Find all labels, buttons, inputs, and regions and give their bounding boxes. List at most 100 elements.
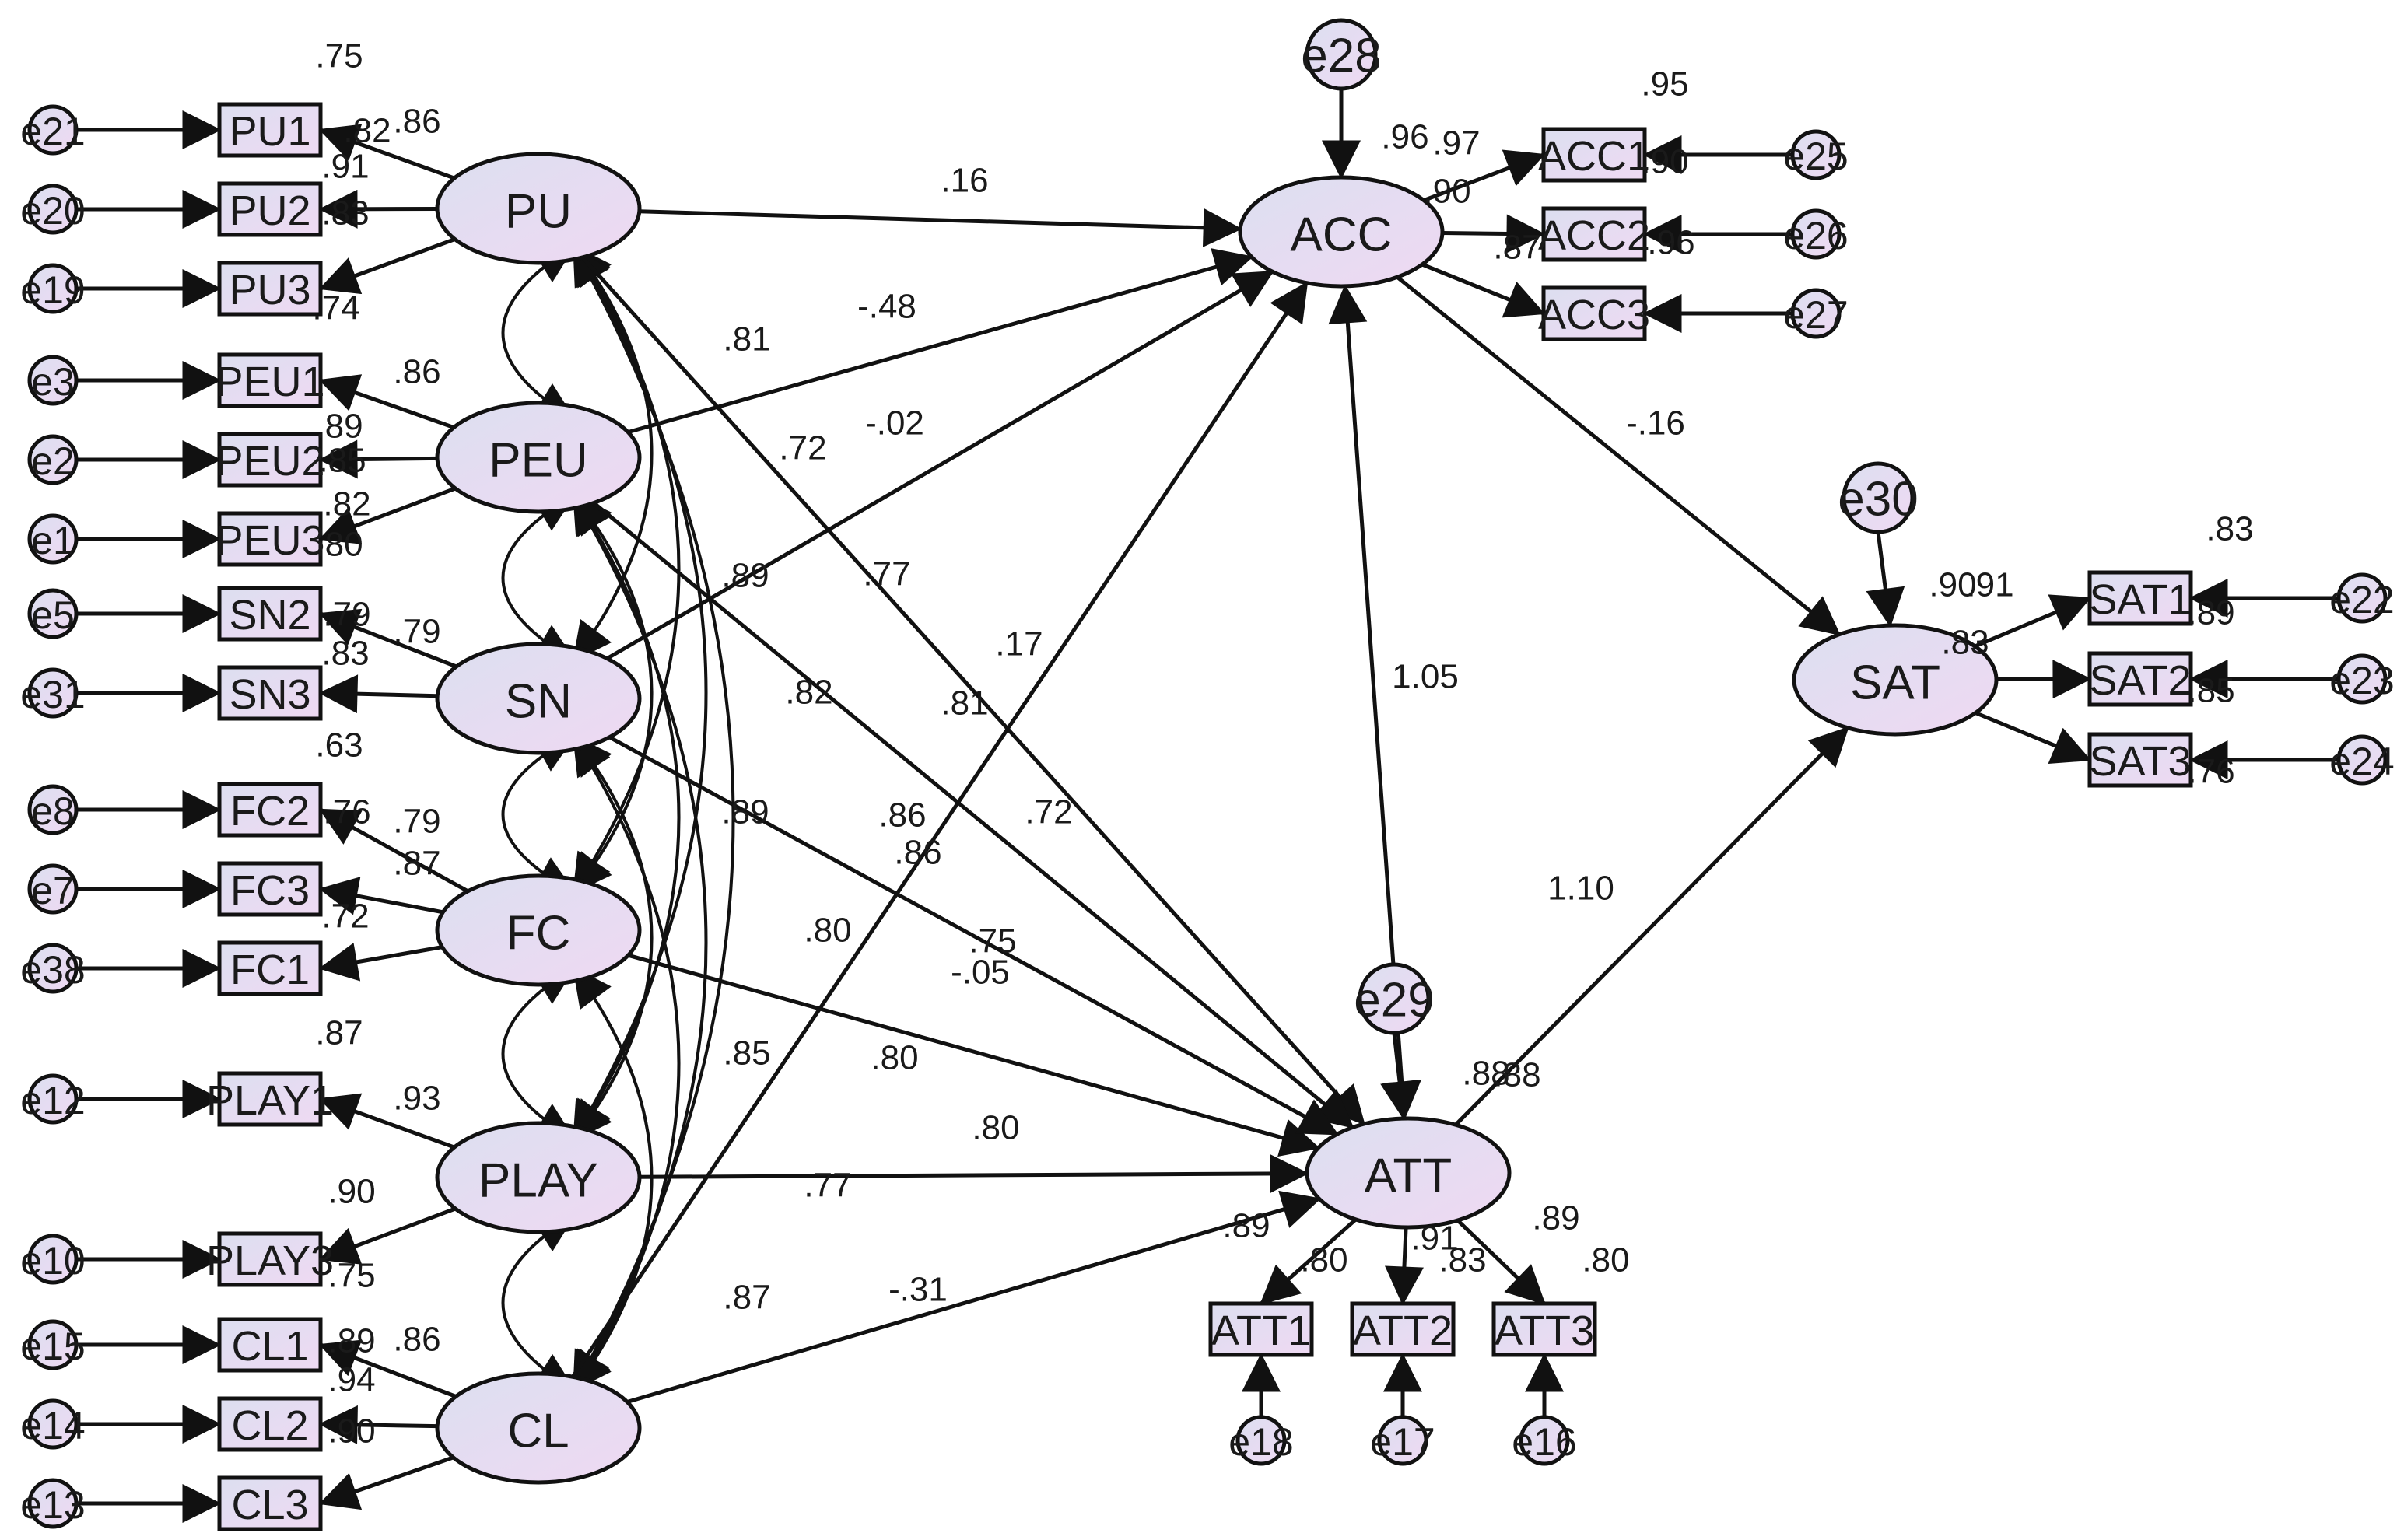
coefficient-label: .87 bbox=[1493, 229, 1540, 267]
loading-peu1 bbox=[318, 374, 455, 429]
coefficient-label: .82 bbox=[323, 485, 370, 523]
coefficient-label: .93 bbox=[393, 1080, 440, 1118]
indicator-label: PU1 bbox=[229, 108, 310, 155]
path-coefficient: .16 bbox=[941, 162, 988, 200]
error-term-label: e12 bbox=[20, 1079, 85, 1122]
error-term-e17 bbox=[1377, 1415, 1428, 1466]
correlation-arc-play-cl bbox=[501, 1214, 576, 1391]
coefficient-label: .86 bbox=[393, 103, 440, 141]
residual-path-e30 bbox=[1866, 531, 1905, 628]
error-term-e15 bbox=[27, 1319, 79, 1370]
error-term-label: e8 bbox=[31, 789, 75, 833]
error-term-e3 bbox=[27, 355, 79, 406]
latent-fc bbox=[435, 873, 642, 987]
structural-paths bbox=[571, 208, 1849, 1404]
coefficient-label: .88 bbox=[1493, 1056, 1540, 1094]
path-pu-att bbox=[580, 256, 1366, 1125]
error-term-label: e38 bbox=[20, 948, 85, 992]
error-term-e25 bbox=[1790, 129, 1842, 180]
indicator-att1 bbox=[1208, 1301, 1314, 1357]
error-term-label: e25 bbox=[1783, 135, 1848, 178]
correlation-arc-sn-cl bbox=[572, 734, 681, 1392]
loading-acc1 bbox=[1423, 149, 1546, 202]
latent-peu bbox=[435, 401, 642, 514]
error-term-e21 bbox=[27, 104, 79, 156]
coefficient-label: .96 bbox=[1381, 118, 1428, 156]
indicator-label: CL2 bbox=[231, 1402, 308, 1449]
loading-pu2 bbox=[318, 189, 438, 229]
loading-play1 bbox=[318, 1093, 455, 1150]
indicator-att2 bbox=[1350, 1301, 1456, 1357]
latent-cl bbox=[435, 1371, 642, 1485]
coefficient-label: .90 bbox=[328, 1412, 375, 1451]
error-term-label: e5 bbox=[31, 593, 75, 637]
path-play-att bbox=[639, 1153, 1309, 1193]
indicator-label: PLAY1 bbox=[206, 1077, 334, 1124]
error-term-e19 bbox=[27, 263, 79, 314]
coefficient-label: .82 bbox=[343, 112, 391, 150]
error-term-e27 bbox=[1790, 288, 1842, 339]
correlation-coefficient: .89 bbox=[721, 793, 769, 831]
error-term-label: e31 bbox=[20, 673, 85, 716]
path-acc-sat bbox=[1396, 275, 1841, 636]
loading-att1 bbox=[1260, 1218, 1358, 1305]
indicator-label: PEU1 bbox=[215, 359, 324, 405]
indicator-label: CL1 bbox=[231, 1323, 308, 1370]
loading-att2 bbox=[1384, 1227, 1424, 1306]
latent-label: CL bbox=[507, 1405, 569, 1458]
latent-sn bbox=[435, 642, 642, 755]
coefficient-label: .83 bbox=[321, 194, 369, 233]
error-term-label: e21 bbox=[20, 110, 85, 153]
indicator-fc2 bbox=[217, 782, 323, 838]
path-sn-att bbox=[608, 735, 1339, 1136]
coefficient-label: .83 bbox=[321, 635, 369, 673]
latent-label: PEU bbox=[489, 434, 587, 488]
coefficient-label: .79 bbox=[323, 596, 370, 634]
indicator-acc2 bbox=[1541, 206, 1647, 262]
coefficient-label: .90 bbox=[1929, 566, 1976, 604]
error-term-label: e2 bbox=[31, 439, 75, 483]
path-peu-att bbox=[592, 501, 1354, 1129]
coefficient-label: .90 bbox=[328, 1173, 375, 1211]
indicator-cl1 bbox=[217, 1317, 323, 1373]
latent-label: FC bbox=[506, 907, 571, 961]
indicator-label: ATT3 bbox=[1495, 1307, 1594, 1354]
indicator-label: SAT1 bbox=[2089, 576, 2191, 623]
coefficient-label: .76 bbox=[2187, 753, 2234, 791]
error-term-label: e10 bbox=[20, 1239, 85, 1283]
loading-acc3 bbox=[1421, 262, 1546, 318]
correlation-arcs bbox=[501, 244, 735, 1392]
path-coefficient: -.02 bbox=[865, 404, 924, 443]
correlation-arc-fc-cl bbox=[572, 966, 654, 1392]
error-term-e18 bbox=[1235, 1415, 1287, 1466]
path-coefficient: -.16 bbox=[1626, 404, 1685, 443]
indicator-label: CL3 bbox=[231, 1482, 308, 1528]
residual-label: e30 bbox=[1838, 473, 1918, 527]
residual-path-e29 bbox=[1380, 1032, 1419, 1121]
indicator-pu3 bbox=[217, 261, 323, 317]
coefficient-label: .83 bbox=[1941, 624, 1989, 662]
path-coefficient: .17 bbox=[995, 625, 1043, 663]
error-term-e14 bbox=[27, 1398, 79, 1450]
indicator-label: PU3 bbox=[229, 267, 310, 313]
indicator-sat1 bbox=[2087, 570, 2193, 626]
indicator-label: SAT3 bbox=[2089, 738, 2191, 785]
error-term-label: e14 bbox=[20, 1404, 85, 1447]
indicator-att3 bbox=[1491, 1301, 1597, 1357]
path-cl-acc bbox=[571, 281, 1309, 1378]
error-term-label: e17 bbox=[1370, 1420, 1435, 1464]
coefficient-label: .79 bbox=[393, 613, 440, 651]
loading-sat1 bbox=[1974, 594, 2092, 649]
indicator-sat3 bbox=[2087, 732, 2193, 788]
indicator-sn3 bbox=[217, 665, 323, 721]
indicator-cl2 bbox=[217, 1396, 323, 1452]
correlation-coefficient: .77 bbox=[863, 555, 910, 593]
correlation-coefficient: .86 bbox=[894, 834, 941, 872]
coefficient-label: .86 bbox=[393, 353, 440, 391]
coefficient-label: .89 bbox=[1532, 1199, 1579, 1237]
coefficient-label: .89 bbox=[315, 408, 363, 446]
coefficient-labels: .81.72.77.89.82.81.86.86.89.80.85.77.87.… bbox=[312, 37, 2253, 1451]
coefficient-label: .74 bbox=[312, 289, 359, 327]
coefficient-label: .91 bbox=[321, 148, 369, 186]
